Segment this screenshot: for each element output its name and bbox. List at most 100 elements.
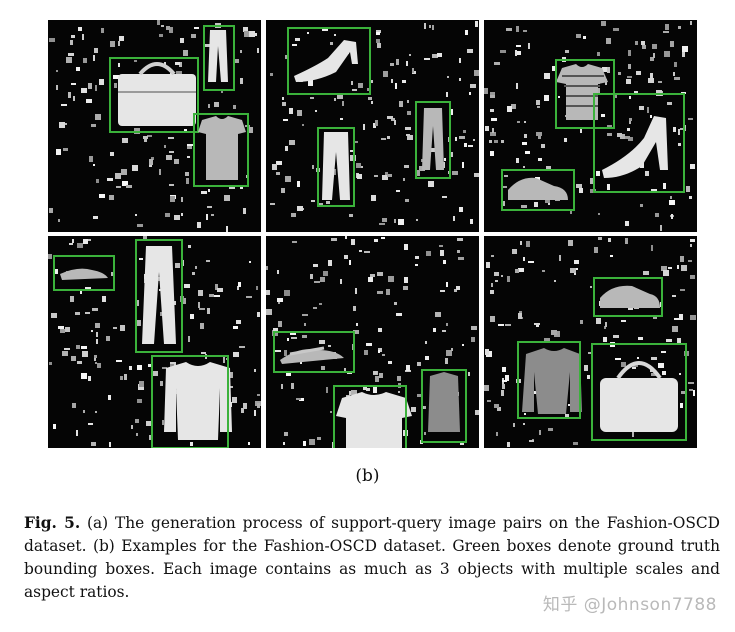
noise-speck [211, 214, 214, 216]
noise-speck [134, 60, 137, 62]
noise-speck [524, 134, 527, 138]
noise-speck [690, 21, 692, 25]
noise-speck [538, 158, 542, 161]
noise-speck [570, 268, 576, 273]
noise-speck [484, 385, 489, 391]
noise-speck [284, 350, 287, 356]
noise-speck [149, 435, 151, 440]
noise-speck [412, 68, 414, 73]
noise-speck [672, 295, 676, 297]
panel-r2c1-canvas [48, 236, 261, 448]
noise-speck [613, 335, 619, 338]
noise-speck [159, 169, 161, 175]
noise-speck [233, 352, 239, 357]
noise-speck [403, 178, 405, 181]
noise-speck [81, 88, 87, 93]
noise-speck [121, 169, 127, 175]
noise-speck [233, 105, 236, 109]
noise-speck [580, 127, 582, 133]
noise-speck [58, 219, 60, 222]
bounding-box [591, 343, 687, 441]
noise-speck [688, 382, 694, 384]
noise-speck [406, 61, 408, 66]
noise-speck [451, 109, 453, 115]
noise-speck [576, 184, 582, 188]
noise-speck [248, 442, 250, 445]
noise-speck [573, 442, 578, 445]
noise-speck [598, 213, 600, 215]
noise-speck [204, 44, 210, 47]
noise-speck [373, 387, 377, 393]
noise-speck [468, 372, 470, 376]
noise-speck [459, 136, 465, 139]
noise-speck [490, 93, 495, 98]
noise-speck [61, 104, 67, 106]
noise-speck [628, 137, 633, 141]
noise-speck [529, 440, 534, 442]
noise-speck [266, 309, 272, 315]
noise-speck [433, 328, 436, 332]
noise-speck [81, 373, 87, 379]
trousers-icon [208, 30, 228, 82]
noise-speck [428, 181, 434, 187]
noise-speck [277, 298, 283, 302]
noise-speck [237, 286, 239, 290]
noise-speck [95, 411, 97, 413]
noise-speck [565, 50, 569, 53]
noise-speck [501, 140, 504, 143]
noise-speck [313, 307, 317, 309]
tshirt-icon [198, 116, 246, 180]
noise-speck [206, 214, 208, 220]
noise-speck [164, 145, 166, 148]
noise-speck [53, 424, 56, 429]
noise-speck [83, 239, 88, 244]
noise-speck [232, 397, 237, 403]
noise-speck [382, 175, 388, 180]
noise-speck [625, 221, 629, 226]
noise-speck [490, 92, 495, 95]
noise-speck [629, 96, 631, 99]
noise-speck [615, 358, 621, 360]
noise-speck [198, 290, 203, 296]
noise-speck [451, 348, 453, 351]
noise-speck [424, 58, 430, 60]
noise-speck [450, 152, 453, 157]
noise-speck [297, 181, 300, 187]
noise-speck [208, 104, 210, 108]
noise-speck [607, 184, 610, 190]
noise-speck [424, 406, 426, 409]
noise-speck [621, 320, 626, 322]
noise-speck [641, 41, 645, 45]
noise-speck [491, 118, 497, 121]
noise-speck [78, 27, 82, 31]
noise-speck [285, 146, 288, 151]
bounding-box [287, 27, 371, 95]
noise-speck [376, 30, 381, 33]
noise-speck [113, 327, 117, 329]
noise-speck [377, 43, 381, 48]
noise-speck [87, 239, 91, 241]
noise-speck [162, 367, 167, 369]
noise-speck [243, 27, 248, 32]
noise-speck [175, 263, 180, 268]
noise-speck [276, 172, 280, 175]
noise-speck [443, 260, 446, 264]
noise-speck [680, 289, 685, 291]
noise-speck [315, 110, 317, 112]
noise-speck [387, 116, 393, 119]
noise-speck [501, 275, 503, 277]
noise-speck [642, 45, 646, 49]
noise-speck [522, 142, 527, 145]
noise-speck [432, 25, 434, 30]
noise-speck [517, 121, 520, 123]
noise-speck [677, 265, 679, 269]
noise-speck [181, 197, 183, 202]
noise-speck [463, 130, 466, 133]
noise-speck [75, 312, 80, 315]
noise-speck [108, 395, 111, 400]
noise-speck [136, 433, 138, 436]
noise-speck [110, 41, 115, 47]
noise-speck [317, 437, 321, 440]
noise-speck [568, 240, 573, 246]
noise-speck [462, 344, 464, 346]
